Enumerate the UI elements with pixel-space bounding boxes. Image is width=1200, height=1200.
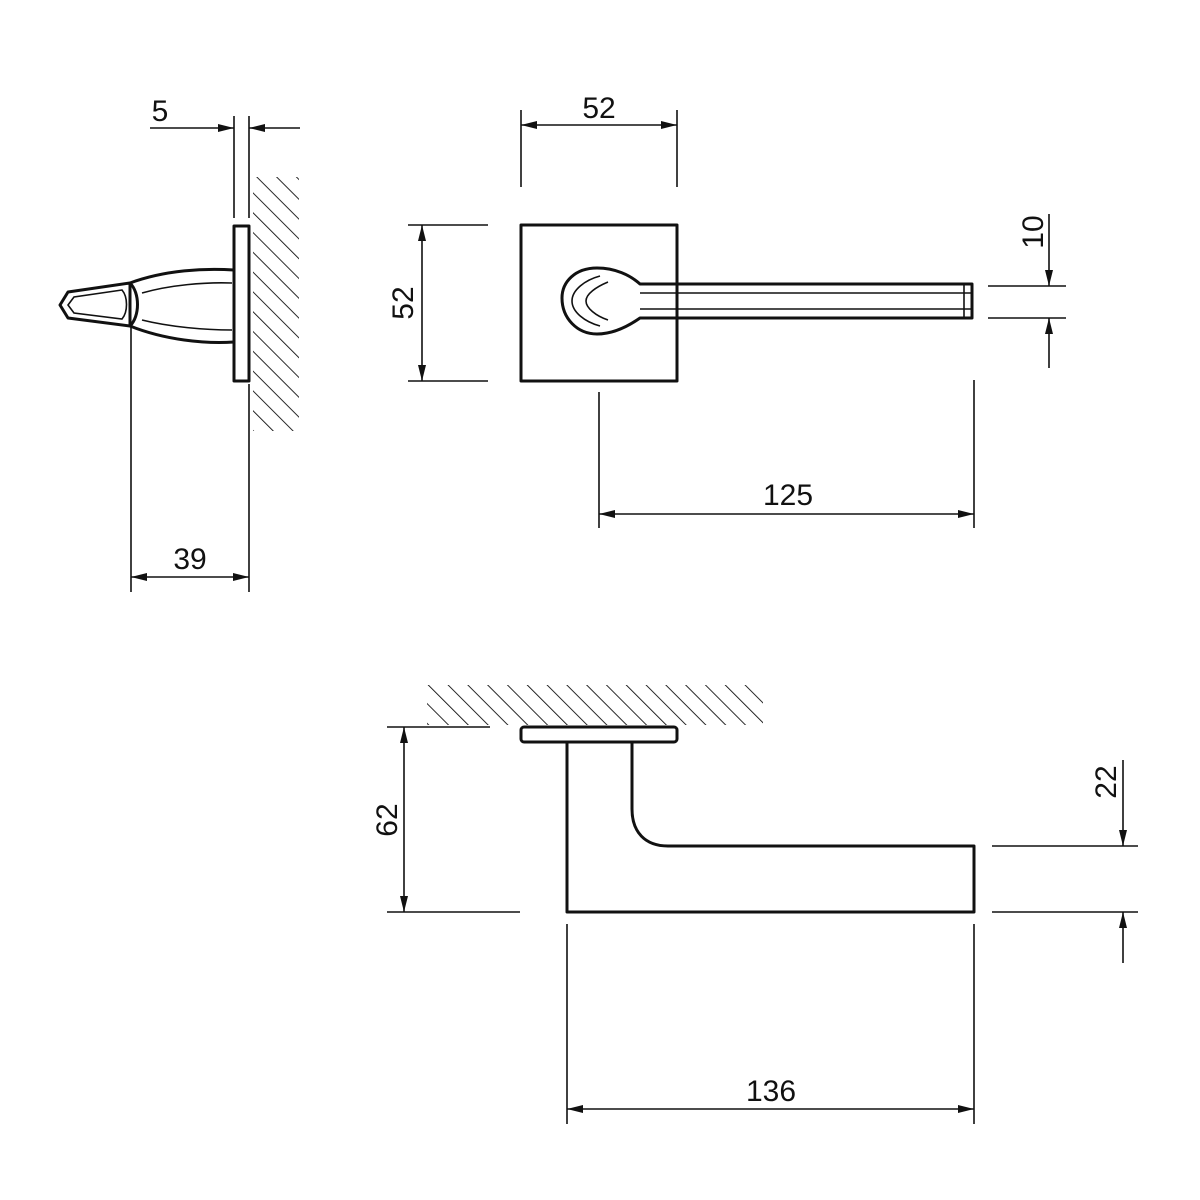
dim-overall-length-label: 136 [746,1075,796,1108]
top-lever-outline [565,740,976,914]
side-lever-body [128,267,236,344]
dim-rose-width-label: 52 [582,92,615,125]
wall-hatching-side [253,177,299,431]
wall-hatching-top [427,685,763,725]
side-view: 5 39 [58,95,300,592]
side-rose-plate [232,224,251,383]
front-rose-square [519,223,679,383]
front-lever-outline [560,266,974,336]
dim-rose-height-label: 52 [387,286,420,319]
dim-overall-height-label: 62 [371,803,404,836]
dim-lever-thickness-label: 22 [1090,765,1123,798]
top-view: 62 22 136 [371,685,1138,1124]
front-view: 52 52 10 125 [387,92,1066,528]
dim-rose-thickness-label: 5 [152,95,169,128]
dim-side-projection-label: 39 [173,543,206,576]
dim-lever-length-label: 125 [763,479,813,512]
front-lever-groove-2 [585,281,609,321]
side-lever-tip [58,281,139,328]
top-rose-plate [519,725,679,744]
side-lever-highlight-top [141,282,233,294]
front-lever-groove-1 [571,275,601,327]
side-lever-highlight-bottom [141,319,233,331]
dim-lever-width-label: 10 [1017,215,1050,248]
side-lever-tip-inner [67,289,128,320]
